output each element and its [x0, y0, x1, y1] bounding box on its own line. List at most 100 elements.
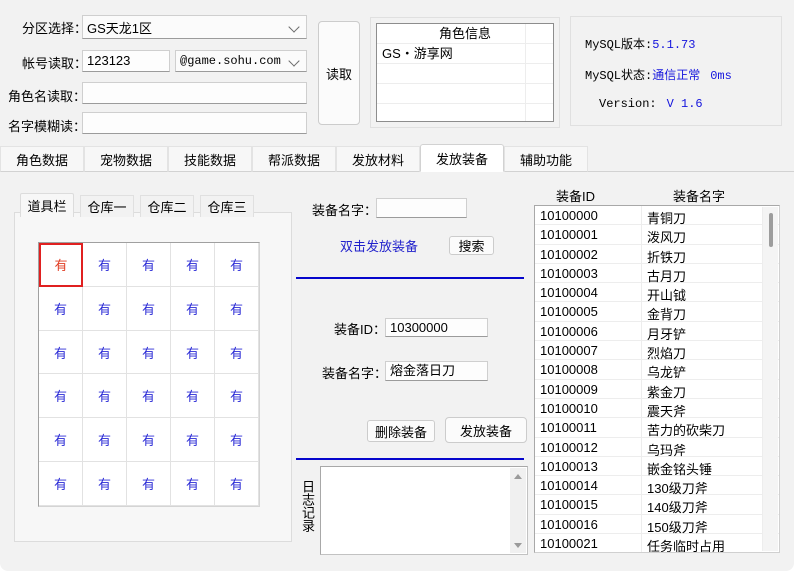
fuzzyname-input[interactable]	[82, 112, 307, 134]
tab-pet-data[interactable]: 宠物数据	[84, 146, 168, 172]
item-slot[interactable]: 有	[39, 462, 83, 506]
tab-skill-data[interactable]: 技能数据	[168, 146, 252, 172]
mysql-ping-value: 0ms	[710, 69, 732, 83]
log-textarea[interactable]	[320, 466, 528, 555]
item-slot[interactable]: 有	[83, 462, 127, 506]
item-slot[interactable]: 有	[171, 462, 215, 506]
item-slot[interactable]: 有	[127, 418, 171, 463]
inner-tab-items[interactable]: 道具栏	[20, 193, 74, 217]
mysql-status-value: 通信正常	[652, 69, 701, 83]
equipment-id-cell: 10100008	[540, 362, 598, 378]
item-slot[interactable]: 有	[127, 243, 171, 287]
item-slot[interactable]: 有	[127, 374, 171, 419]
tab-guild-data[interactable]: 帮派数据	[252, 146, 336, 172]
account-input[interactable]: 123123	[82, 50, 170, 72]
item-slot[interactable]: 有	[83, 418, 127, 463]
item-slot[interactable]: 有	[83, 374, 127, 419]
item-slot[interactable]: 有	[39, 286, 83, 331]
item-slot[interactable]: 有	[39, 243, 83, 287]
column-separator	[641, 514, 642, 534]
item-slot[interactable]: 有	[39, 374, 83, 419]
item-slot[interactable]: 有	[215, 243, 259, 287]
grant-equipment-button[interactable]: 发放装备	[445, 417, 527, 443]
roleinfo-row[interactable]	[377, 84, 553, 104]
inner-tab-warehouse-2[interactable]: 仓库二	[140, 195, 194, 217]
double-click-hint: 双击发放装备	[340, 239, 419, 254]
log-scrollbar[interactable]	[510, 468, 526, 553]
roleinfo-listbox[interactable]: 角色信息 GS・游享网	[376, 23, 554, 122]
equipment-id-cell: 10100006	[540, 323, 598, 339]
equip-id-input[interactable]: 10300000	[385, 318, 488, 337]
tab-aux-function[interactable]: 辅助功能	[504, 146, 588, 172]
chevron-down-icon	[288, 54, 302, 68]
tab-grant-equipment[interactable]: 发放装备	[420, 144, 504, 172]
item-slot[interactable]: 有	[171, 374, 215, 419]
item-slot[interactable]: 有	[39, 418, 83, 463]
column-separator	[641, 360, 642, 379]
scroll-down-icon[interactable]	[510, 537, 526, 553]
roleinfo-row[interactable]: GS・游享网	[377, 44, 553, 64]
item-slot[interactable]: 有	[83, 243, 127, 287]
item-slot[interactable]: 有	[83, 330, 127, 375]
inner-tab-warehouse-1[interactable]: 仓库一	[80, 195, 134, 217]
equipment-name-cell: 月牙铲	[647, 326, 687, 342]
item-slot[interactable]: 有	[127, 286, 171, 331]
equip-name-input[interactable]: 熔金落日刀	[385, 361, 488, 381]
equipment-name-cell: 折铁刀	[647, 249, 687, 265]
tab-role-data[interactable]: 角色数据	[0, 146, 84, 172]
item-slot[interactable]: 有	[215, 374, 259, 419]
item-slot[interactable]: 有	[127, 462, 171, 506]
equipment-name-cell: 烈焰刀	[647, 346, 687, 362]
search-button[interactable]: 搜索	[449, 236, 494, 255]
item-grid[interactable]: 有有有有有有有有有有有有有有有有有有有有有有有有有有有有有有	[38, 242, 260, 507]
search-equipname-input[interactable]	[376, 198, 467, 218]
item-slot[interactable]: 有	[215, 462, 259, 506]
item-slot[interactable]: 有	[215, 330, 259, 375]
rolename-input[interactable]	[82, 82, 307, 104]
item-slot[interactable]: 有	[127, 330, 171, 375]
roleinfo-row[interactable]	[377, 104, 553, 121]
equipment-row[interactable]: 10100006 月牙铲	[535, 321, 779, 342]
scrollbar-thumb[interactable]	[769, 213, 773, 247]
equipment-id-cell: 10100012	[540, 439, 598, 455]
zone-select-dropdown[interactable]: GS天龙1区	[82, 15, 307, 39]
item-slot[interactable]: 有	[215, 286, 259, 331]
inner-tab-warehouse-3[interactable]: 仓库三	[200, 195, 254, 217]
read-button[interactable]: 读取	[318, 21, 360, 125]
item-slot[interactable]: 有	[215, 418, 259, 463]
item-slot[interactable]: 有	[171, 418, 215, 463]
equipment-id-cell: 10100003	[540, 265, 598, 281]
item-slot[interactable]: 有	[171, 286, 215, 331]
equipment-list-scrollbar[interactable]	[762, 207, 778, 551]
item-slot[interactable]: 有	[39, 330, 83, 375]
equip-name-label: 装备名字：	[322, 366, 388, 381]
domain-select-dropdown[interactable]: @game.sohu.com	[175, 50, 307, 72]
scroll-up-icon[interactable]	[510, 468, 526, 484]
item-slot[interactable]: 有	[171, 243, 215, 287]
tab-grant-material[interactable]: 发放材料	[336, 146, 420, 172]
delete-equipment-button[interactable]: 删除装备	[367, 420, 435, 442]
app-version-label: Version:	[599, 97, 657, 111]
item-slot[interactable]: 有	[171, 330, 215, 375]
roleinfo-row[interactable]	[377, 64, 553, 84]
item-slot[interactable]: 有	[83, 286, 127, 331]
